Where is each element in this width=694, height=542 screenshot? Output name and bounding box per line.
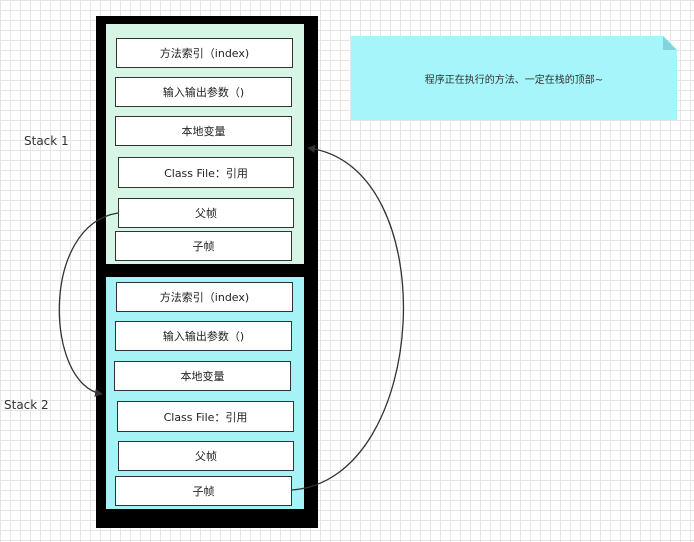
stack1-method-index-frame: 方法索引（index) bbox=[116, 38, 293, 68]
stack2-io-params-frame: 输入输出参数（) bbox=[115, 321, 292, 351]
stack1-parent-frame: 父帧 bbox=[118, 198, 294, 228]
stack1-io-params-frame: 输入输出参数（) bbox=[115, 77, 292, 107]
stack2-local-vars-frame: 本地变量 bbox=[114, 361, 291, 391]
stack-2-label: Stack 2 bbox=[4, 398, 49, 412]
stack2-child-frame: 子帧 bbox=[115, 476, 292, 506]
child-to-stack1-arrow bbox=[291, 144, 405, 491]
stack-1-label: Stack 1 bbox=[24, 134, 69, 148]
parent-to-stack2-arrow bbox=[58, 212, 119, 397]
note-text: 程序正在执行的方法、一定在栈的顶部~ bbox=[424, 74, 604, 86]
stack1-class-file-ref-frame: Class File：引用 bbox=[118, 157, 294, 188]
stack1-local-vars-frame: 本地变量 bbox=[115, 116, 292, 146]
stack2-parent-frame: 父帧 bbox=[118, 441, 294, 471]
stack2-class-file-ref-frame: Class File：引用 bbox=[117, 401, 294, 432]
stack1-child-frame: 子帧 bbox=[115, 231, 292, 261]
stack2-method-index-frame: 方法索引（index) bbox=[116, 282, 293, 312]
note-callout: 程序正在执行的方法、一定在栈的顶部~ bbox=[351, 36, 677, 120]
